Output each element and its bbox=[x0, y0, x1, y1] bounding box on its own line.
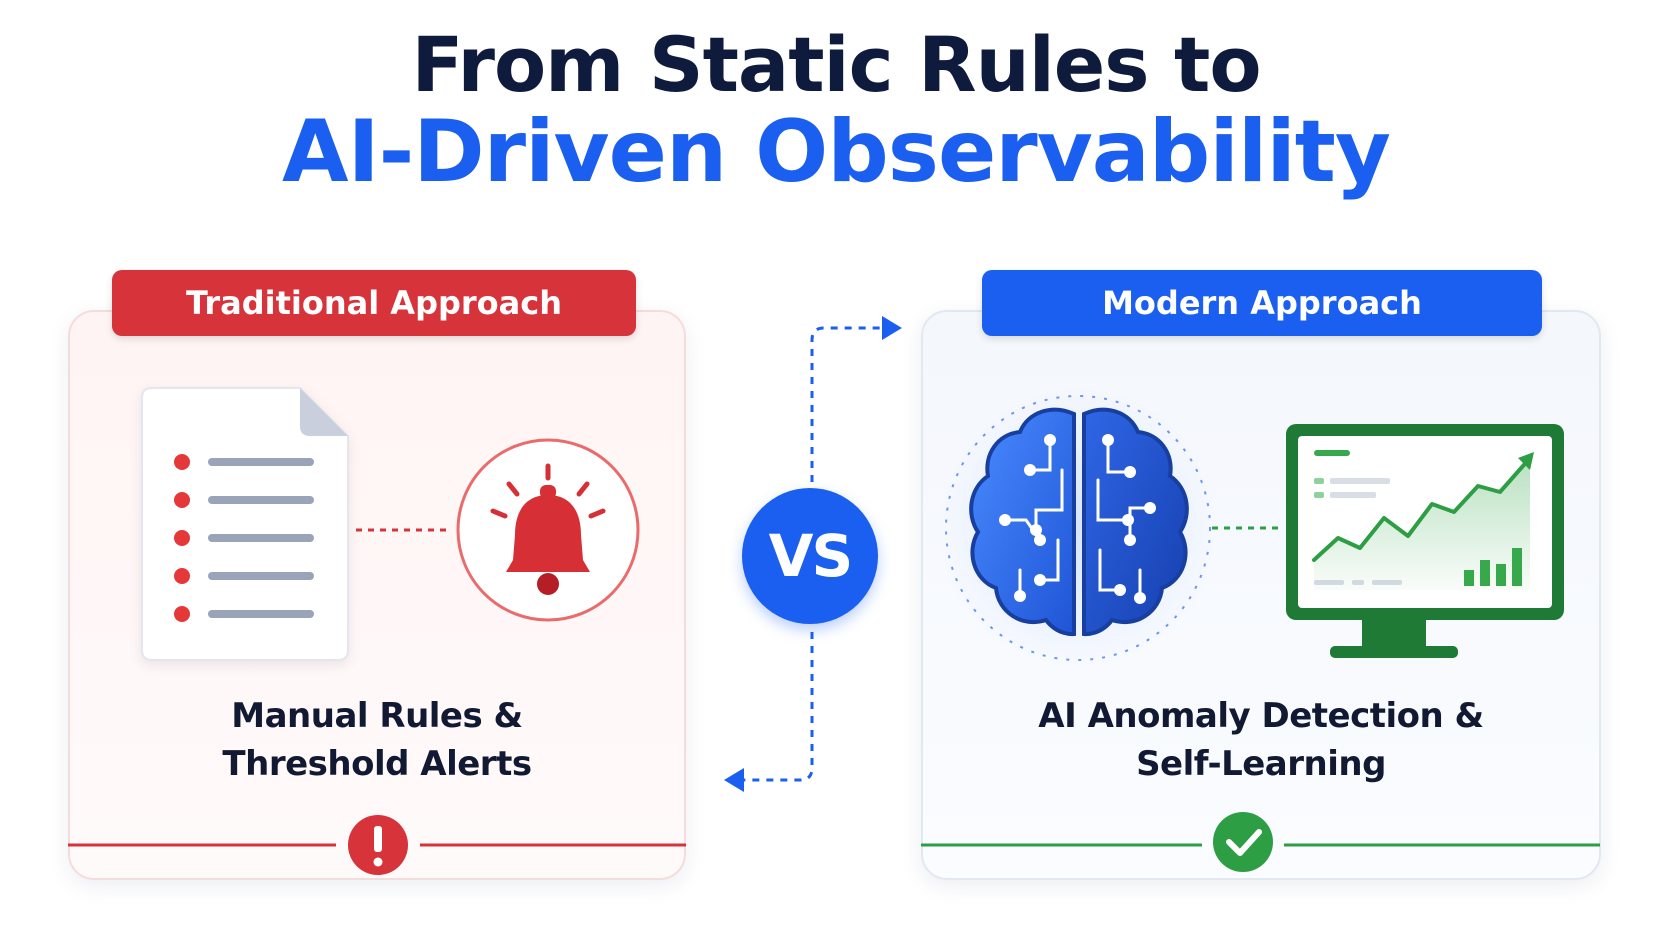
warning-exclamation-icon bbox=[348, 815, 408, 875]
monitor-growth-chart-icon bbox=[1286, 424, 1564, 658]
traditional-caption-line-2: Threshold Alerts bbox=[222, 744, 532, 785]
rules-document-icon bbox=[141, 387, 349, 661]
vs-badge: VS bbox=[742, 488, 878, 624]
arrow-head-left bbox=[724, 768, 744, 792]
ai-brain-circuit-icon bbox=[938, 388, 1218, 668]
page-title: From Static Rules to AI-Driven Observabi… bbox=[0, 20, 1672, 203]
modern-caption: AI Anomaly Detection & Self-Learning bbox=[921, 692, 1601, 789]
check-mark-icon bbox=[1213, 812, 1273, 872]
modern-caption-line-1: AI Anomaly Detection & bbox=[1038, 696, 1484, 736]
modern-header: Modern Approach bbox=[982, 270, 1542, 336]
alarm-bell-icon bbox=[456, 438, 640, 622]
modern-caption-line-2: Self-Learning bbox=[1136, 744, 1386, 785]
arrow-head-right bbox=[882, 316, 902, 340]
flow-arrows bbox=[744, 326, 882, 782]
traditional-header: Traditional Approach bbox=[112, 270, 636, 336]
traditional-caption-line-1: Manual Rules & bbox=[231, 696, 523, 736]
title-line-2: AI-Driven Observability bbox=[282, 102, 1391, 203]
traditional-caption: Manual Rules & Threshold Alerts bbox=[68, 692, 686, 789]
title-line-1: From Static Rules to bbox=[411, 20, 1261, 109]
